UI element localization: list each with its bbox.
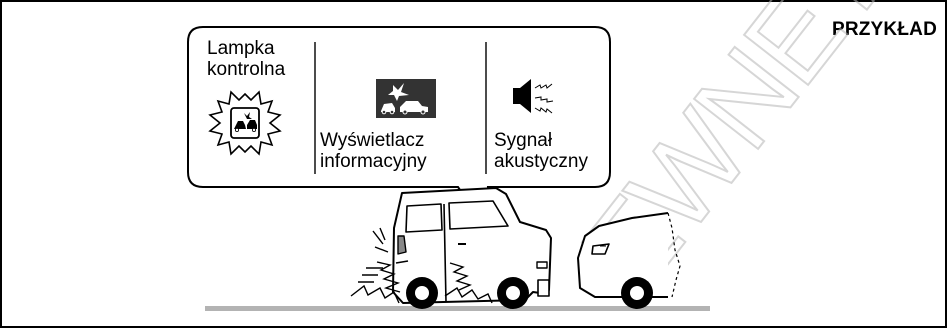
warning-lamp-label: Lampka kontrolna xyxy=(207,38,285,80)
buzzer-label: Sygnał akustyczny xyxy=(494,130,588,172)
warning-lamp-icon xyxy=(210,92,280,154)
info-display-label: Wyświetlacz informacyjny xyxy=(320,130,427,172)
info-display-icon xyxy=(376,79,436,118)
vehicle-ahead-wheel xyxy=(621,277,653,309)
